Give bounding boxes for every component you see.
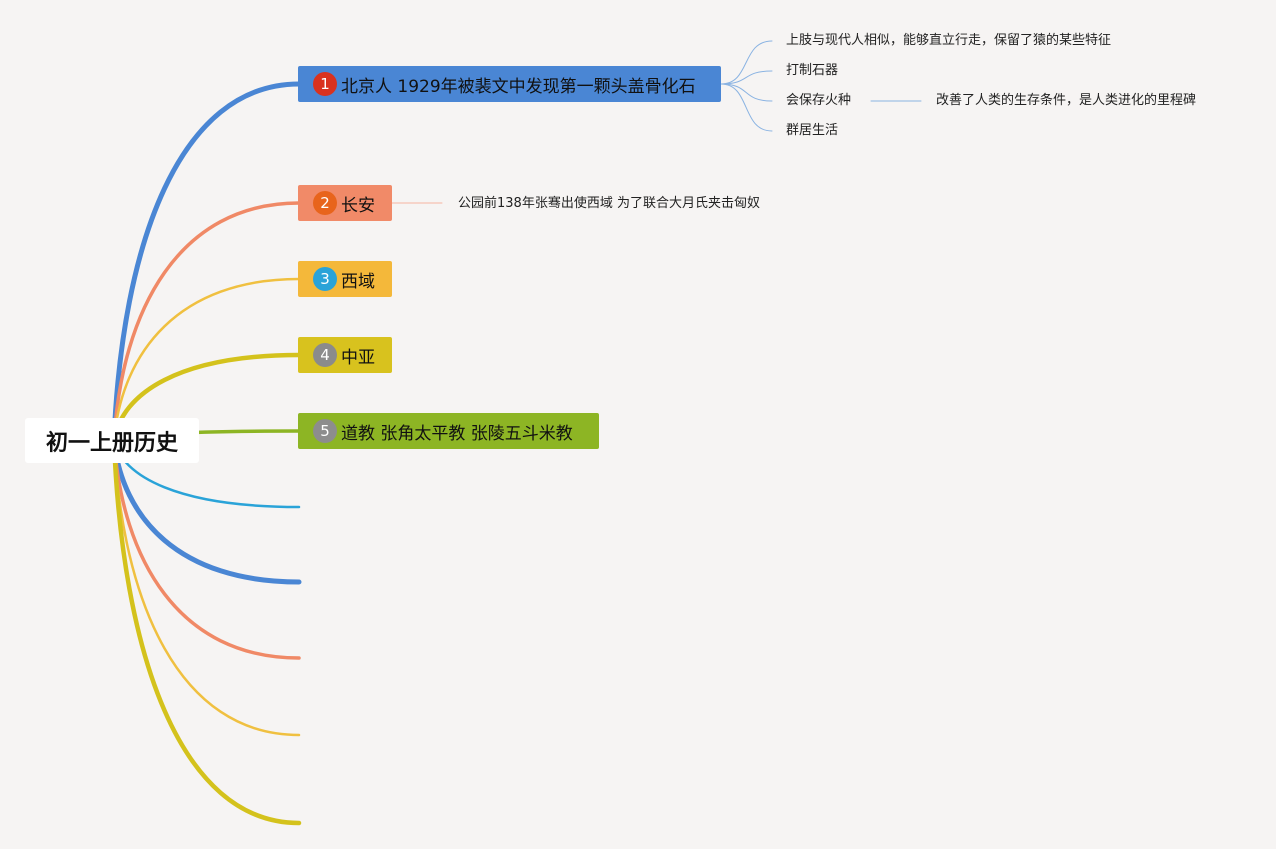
sub-branch-line-3 [720,83,773,102]
topic-beijing-man[interactable]: 1 北京人 1929年被裴文中发现第一颗头盖骨化石 [298,66,721,102]
number-badge: 4 [313,343,337,367]
subtopic-stone-tools[interactable]: 打制石器 [786,63,839,78]
empty-branch-line-3 [112,438,301,660]
empty-branch-line-4 [112,438,301,737]
root-topic-label: 初一上册历史 [45,430,178,456]
subtopic-group-living[interactable]: 群居生活 [786,123,839,138]
topic-taoism[interactable]: 5 道教 张角太平教 张陵五斗米教 [298,413,599,449]
topic-label: 长安 [341,195,375,216]
empty-branch-line-2 [111,437,302,585]
sub-branch-line-1 [720,40,773,85]
number-badge: 1 [313,72,337,96]
topic-changan[interactable]: 2 长安 [298,185,392,221]
topic-label: 道教 张角太平教 张陵五斗米教 [341,423,573,444]
subtopic-zhang-qian-mission[interactable]: 公园前138年张骞出使西域 为了联合大月氏夹击匈奴 [458,196,760,211]
sub-branch-line-2 [720,70,773,85]
subtopic-fire-significance[interactable]: 改善了人类的生存条件，是人类进化的里程碑 [936,93,1197,108]
topic-central-asia[interactable]: 4 中亚 [298,337,392,373]
topic-label: 中亚 [341,347,375,368]
topic-label: 西域 [341,271,375,292]
root-topic[interactable]: 初一上册历史 [25,418,199,463]
topic-western-regions[interactable]: 3 西域 [298,261,392,297]
topic-label: 北京人 1929年被裴文中发现第一颗头盖骨化石 [341,76,696,97]
number-badge: 2 [313,191,337,215]
number-badge: 3 [313,267,337,291]
subtopic-upright-walking[interactable]: 上肢与现代人相似，能够直立行走，保留了猿的某些特征 [786,33,1112,48]
empty-branch-line-5 [111,437,302,826]
branch-line-1 [111,81,302,443]
number-badge: 5 [313,419,337,443]
branch-line-3 [112,277,301,442]
subtopic-keep-fire[interactable]: 会保存火种 [786,93,852,108]
branch-line-2 [112,201,301,442]
sub-branch-line-4 [720,83,773,132]
